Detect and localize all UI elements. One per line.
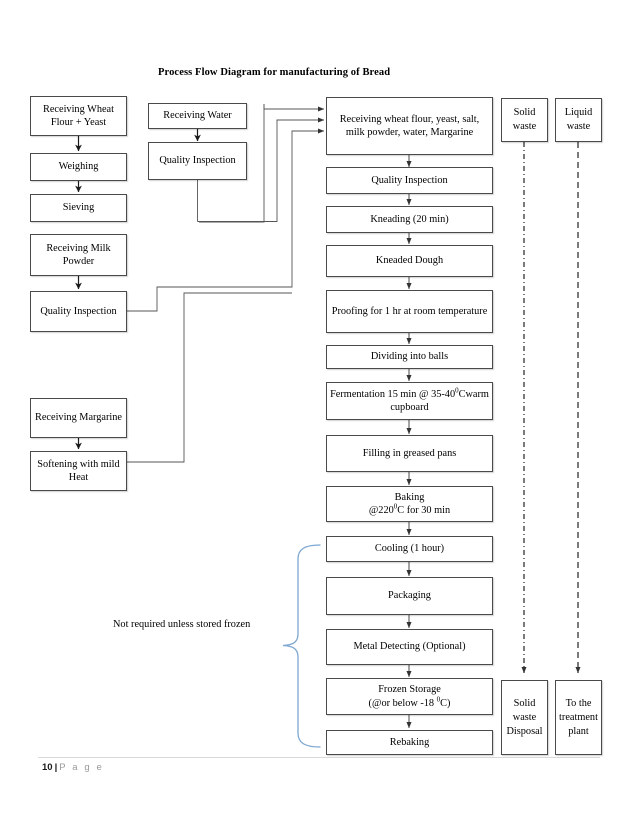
box-baking[interactable]: Baking @2200C for 30 min [326,486,493,522]
box-label: Cooling (1 hour) [374,543,445,555]
box-quality-inspection[interactable]: Quality Inspection [326,167,493,194]
box-label: Liquid waste [564,107,593,132]
box-receiving-ingredients[interactable]: Receiving wheat flour, yeast, salt, milk… [326,97,493,155]
box-kneading[interactable]: Kneading (20 min) [326,206,493,233]
box-label: Quality Inspection [159,155,236,167]
footer-separator: | [54,762,58,773]
page-footer: 10|P a g e [42,762,104,774]
box-label: Baking @2200C for 30 min [368,491,451,516]
box-milk-quality-inspection[interactable]: Quality Inspection [30,291,127,332]
box-label: Receiving Margarine [34,412,123,424]
box-water-quality-inspection[interactable]: Quality Inspection [148,142,247,180]
box-fermentation[interactable]: Fermentation 15 min @ 35-400Cwarm cupboa… [326,382,493,420]
box-weighing[interactable]: Weighing [30,153,127,181]
box-label: Fermentation 15 min @ 35-400Cwarm cupboa… [330,386,489,413]
box-label: Packaging [388,590,431,602]
box-label: Receiving wheat flour, yeast, salt, milk… [339,113,480,138]
box-proofing[interactable]: Proofing for 1 hr at room temperature [326,290,493,333]
box-receiving-milk-powder[interactable]: Receiving Milk Powder [30,234,127,276]
box-label: Rebaking [389,736,430,748]
box-filling-in-greased-pans[interactable]: Filling in greased pans [326,435,493,472]
box-label: Metal Detecting (Optional) [353,641,466,653]
box-receiving-wheat-flour[interactable]: Receiving Wheat Flour + Yeast [30,96,127,136]
box-label: Quality Inspection [40,305,117,317]
box-label: Solid waste Disposal [506,697,543,737]
box-packaging[interactable]: Packaging [326,577,493,615]
box-label: Solid waste [512,107,537,132]
box-metal-detecting[interactable]: Metal Detecting (Optional) [326,629,493,665]
box-label: Dividing into balls [370,351,449,363]
frozen-storage-note: Not required unless stored frozen [113,619,251,630]
box-label: Frozen Storage (@or below -18 0C) [368,684,451,709]
box-dividing-into-balls[interactable]: Dividing into balls [326,345,493,369]
page-title: Process Flow Diagram for manufacturing o… [158,67,391,78]
box-frozen-storage[interactable]: Frozen Storage (@or below -18 0C) [326,678,493,715]
feed-line-sieving [263,104,325,112]
box-kneaded-dough[interactable]: Kneaded Dough [326,245,493,277]
box-label: Proofing for 1 hr at room temperature [331,305,488,317]
box-receiving-water[interactable]: Receiving Water [148,103,247,129]
box-label: Filling in greased pans [362,447,457,459]
footer-page-word: P a g e [59,762,104,773]
box-label: Softening with mild Heat [37,458,120,483]
box-rebaking[interactable]: Rebaking [326,730,493,755]
box-label: Weighing [58,161,99,173]
box-label: Kneading (20 min) [370,213,449,225]
box-receiving-margarine[interactable]: Receiving Margarine [30,398,127,438]
box-liquid-waste[interactable]: Liquid waste [555,98,602,142]
box-sieving[interactable]: Sieving [30,194,127,222]
feed-line-margarine [127,292,292,463]
box-solid-waste[interactable]: Solid waste [501,98,548,142]
box-label: Sieving [62,202,95,214]
box-label: Quality Inspection [371,174,448,186]
box-label: Kneaded Dough [375,255,444,267]
box-softening-with-mild-heat[interactable]: Softening with mild Heat [30,451,127,491]
footer-page-number: 10 [42,762,53,773]
box-label: Receiving Wheat Flour + Yeast [42,103,114,128]
box-label: Receiving Milk Powder [46,242,111,267]
box-treatment-plant[interactable]: To the treatment plant [555,680,602,755]
box-solid-waste-disposal[interactable]: Solid waste Disposal [501,680,548,755]
box-cooling[interactable]: Cooling (1 hour) [326,536,493,562]
frozen-brace [282,544,321,748]
footer-divider [38,757,600,758]
box-label: Receiving Water [163,110,232,122]
box-label: To the treatment plant [559,697,598,737]
